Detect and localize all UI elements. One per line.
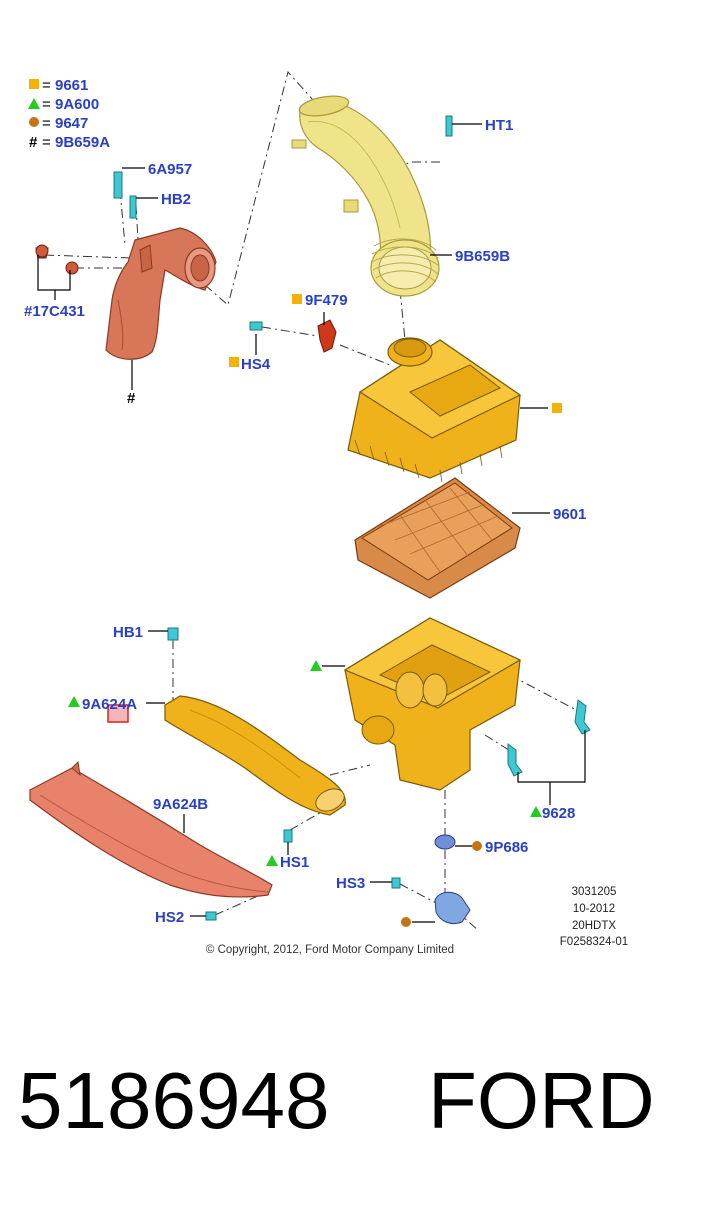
highlight-box — [107, 704, 129, 723]
triangle-marker-icon — [310, 660, 322, 671]
fastener-hs2 — [205, 911, 217, 921]
label-9601: 9601 — [553, 506, 586, 523]
label-hs2: HS2 — [155, 909, 184, 926]
label-9a624a: 9A624A — [82, 696, 137, 713]
legend-eq: = — [42, 134, 51, 151]
meta-line-1: 3031205 — [572, 886, 617, 898]
cyan-fasteners — [113, 115, 591, 921]
legend-code-triangle: 9A600 — [55, 96, 99, 113]
fastener-hs3 — [391, 877, 401, 889]
copyright-text: © Copyright, 2012, Ford Motor Company Li… — [206, 944, 454, 956]
square-marker-icon — [229, 357, 239, 367]
fastener-6a957 — [113, 171, 123, 199]
legend: = 9661 = 9A600 = 9647 # = 9B659A — [28, 77, 110, 151]
fastener-hb1 — [167, 627, 179, 641]
meta-line-3: 20HDTX — [572, 920, 616, 932]
legend-square-icon — [29, 79, 39, 89]
triangle-marker-icon — [266, 855, 278, 866]
triangle-marker-icon — [530, 806, 542, 817]
label-9628: 9628 — [542, 805, 575, 822]
fastener-hs1 — [283, 829, 293, 843]
label-9b659b: 9B659B — [455, 248, 510, 265]
inlet-duct-9a624a — [107, 695, 346, 816]
sensor-bolts — [35, 244, 79, 275]
label-9a624b: 9A624B — [153, 796, 208, 813]
air-filter-element — [354, 477, 521, 599]
leader-lines — [37, 123, 586, 923]
label-9p686: 9P686 — [485, 839, 528, 856]
meta-line-4: F0258324-01 — [560, 936, 628, 948]
part-number: 5186948 — [18, 1056, 329, 1145]
triangle-marker-icon — [68, 696, 80, 707]
legend-code-circle: 9647 — [55, 115, 88, 132]
meta-line-2: 10-2012 — [573, 903, 615, 915]
legend-eq: = — [42, 96, 51, 113]
label-6a957: 6A957 — [148, 161, 192, 178]
mass-air-flow-duct — [105, 227, 217, 360]
circle-marker-icon — [472, 841, 482, 851]
legend-code-hash: 9B659A — [55, 134, 110, 151]
label-9f479: 9F479 — [305, 292, 348, 309]
label-hb2: HB2 — [161, 191, 191, 208]
legend-eq: = — [42, 115, 51, 132]
fastener-ht1 — [445, 115, 453, 137]
legend-hash-symbol: # — [29, 134, 38, 151]
air-cleaner-cover — [347, 337, 522, 483]
legend-eq: = — [42, 77, 51, 94]
legend-code-square: 9661 — [55, 77, 88, 94]
drawing-meta: 3031205 10-2012 20HDTX F0258324-01 © Cop… — [206, 886, 628, 956]
square-marker-icon — [292, 294, 302, 304]
brand-name: FORD — [428, 1056, 655, 1145]
clip-9628-a — [574, 699, 591, 735]
label-hash: # — [127, 390, 136, 407]
mounts — [434, 834, 471, 925]
label-hs4: HS4 — [241, 356, 271, 373]
label-hs1: HS1 — [280, 854, 309, 871]
legend-circle-icon — [29, 117, 39, 127]
square-marker-icon — [552, 403, 562, 413]
sensor-9f479 — [317, 319, 337, 353]
label-17c431: #17C431 — [24, 303, 85, 320]
markers — [68, 294, 562, 927]
label-hs3: HS3 — [336, 875, 365, 892]
label-ht1: HT1 — [485, 117, 513, 134]
fastener-hs4 — [249, 321, 263, 331]
clip-9628-b — [507, 743, 523, 777]
air-cleaner-box — [343, 617, 522, 791]
inlet-duct-9a624b — [29, 760, 273, 898]
upper-air-duct — [291, 95, 440, 297]
part-labels: HT1 6A957 HB2 9B659B #17C431 # 9F479 HS4… — [24, 117, 586, 926]
circle-marker-icon — [401, 917, 411, 927]
fastener-hb2 — [129, 195, 137, 219]
label-hb1: HB1 — [113, 624, 143, 641]
legend-triangle-icon — [28, 98, 40, 109]
